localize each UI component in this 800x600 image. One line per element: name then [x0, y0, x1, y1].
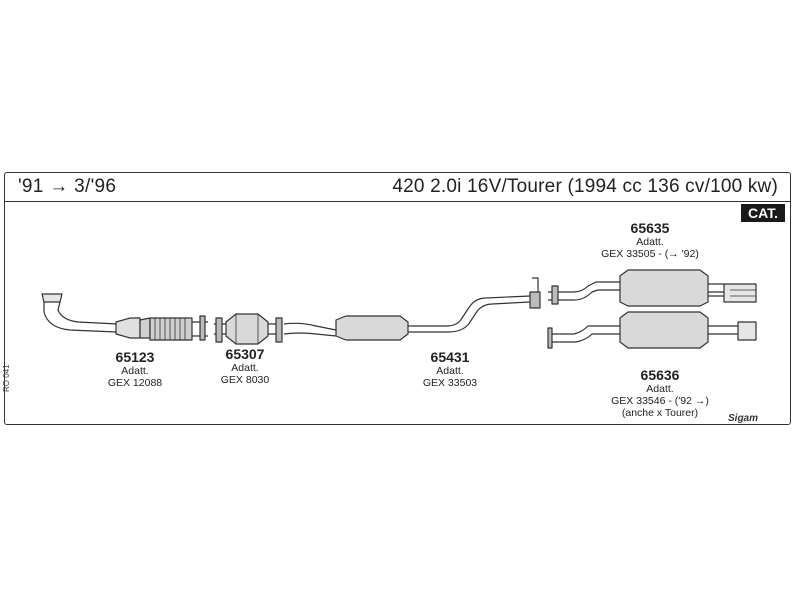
- part-note: Adatt.: [436, 365, 464, 378]
- part-note: Adatt.: [646, 383, 674, 396]
- part-number: 65636: [640, 367, 680, 383]
- part-ref: GEX 33546 - ('92 →): [611, 395, 709, 408]
- cat-badge: CAT.: [741, 204, 785, 222]
- rear-silencer-upper-part: [548, 269, 757, 307]
- front-pipe-part: [41, 293, 208, 341]
- part-ref: GEX 33505 - (→ '92): [601, 248, 699, 261]
- part-ref: GEX 33503: [422, 377, 478, 390]
- part-ref: GEX 12088: [107, 377, 163, 390]
- part-number: 65123: [115, 349, 155, 365]
- header-divider: [4, 201, 791, 202]
- part-label-65123: 65123 Adatt. GEX 12088: [95, 349, 175, 389]
- brand-logo: Sigam: [728, 413, 759, 424]
- part-ref: GEX 8030: [220, 374, 270, 387]
- side-reference: RO 041: [2, 364, 11, 392]
- part-label-65431: 65431 Adatt. GEX 33503: [405, 349, 495, 389]
- part-note: Adatt.: [636, 236, 664, 249]
- part-number: 65307: [225, 346, 265, 362]
- part-label-65307: 65307 Adatt. GEX 8030: [205, 346, 285, 386]
- middle-silencer-part: [283, 277, 541, 341]
- part-label-65636: 65636 Adatt. GEX 33546 - ('92 →) (anche …: [595, 367, 725, 419]
- diagram-frame: [4, 172, 791, 425]
- model-title: 420 2.0i 16V/Tourer (1994 cc 136 cv/100 …: [392, 176, 778, 197]
- part-note: Adatt.: [121, 365, 149, 378]
- part-note: Adatt.: [231, 362, 259, 375]
- rear-silencer-lower-part: [547, 311, 757, 349]
- catalytic-converter-part: [214, 313, 283, 345]
- part-extra: (anche x Tourer): [621, 407, 699, 420]
- part-label-65635: 65635 Adatt. GEX 33505 - (→ '92): [585, 220, 715, 260]
- part-number: 65635: [630, 220, 670, 236]
- part-number: 65431: [430, 349, 470, 365]
- year-range: '91 → 3/'96: [18, 176, 117, 197]
